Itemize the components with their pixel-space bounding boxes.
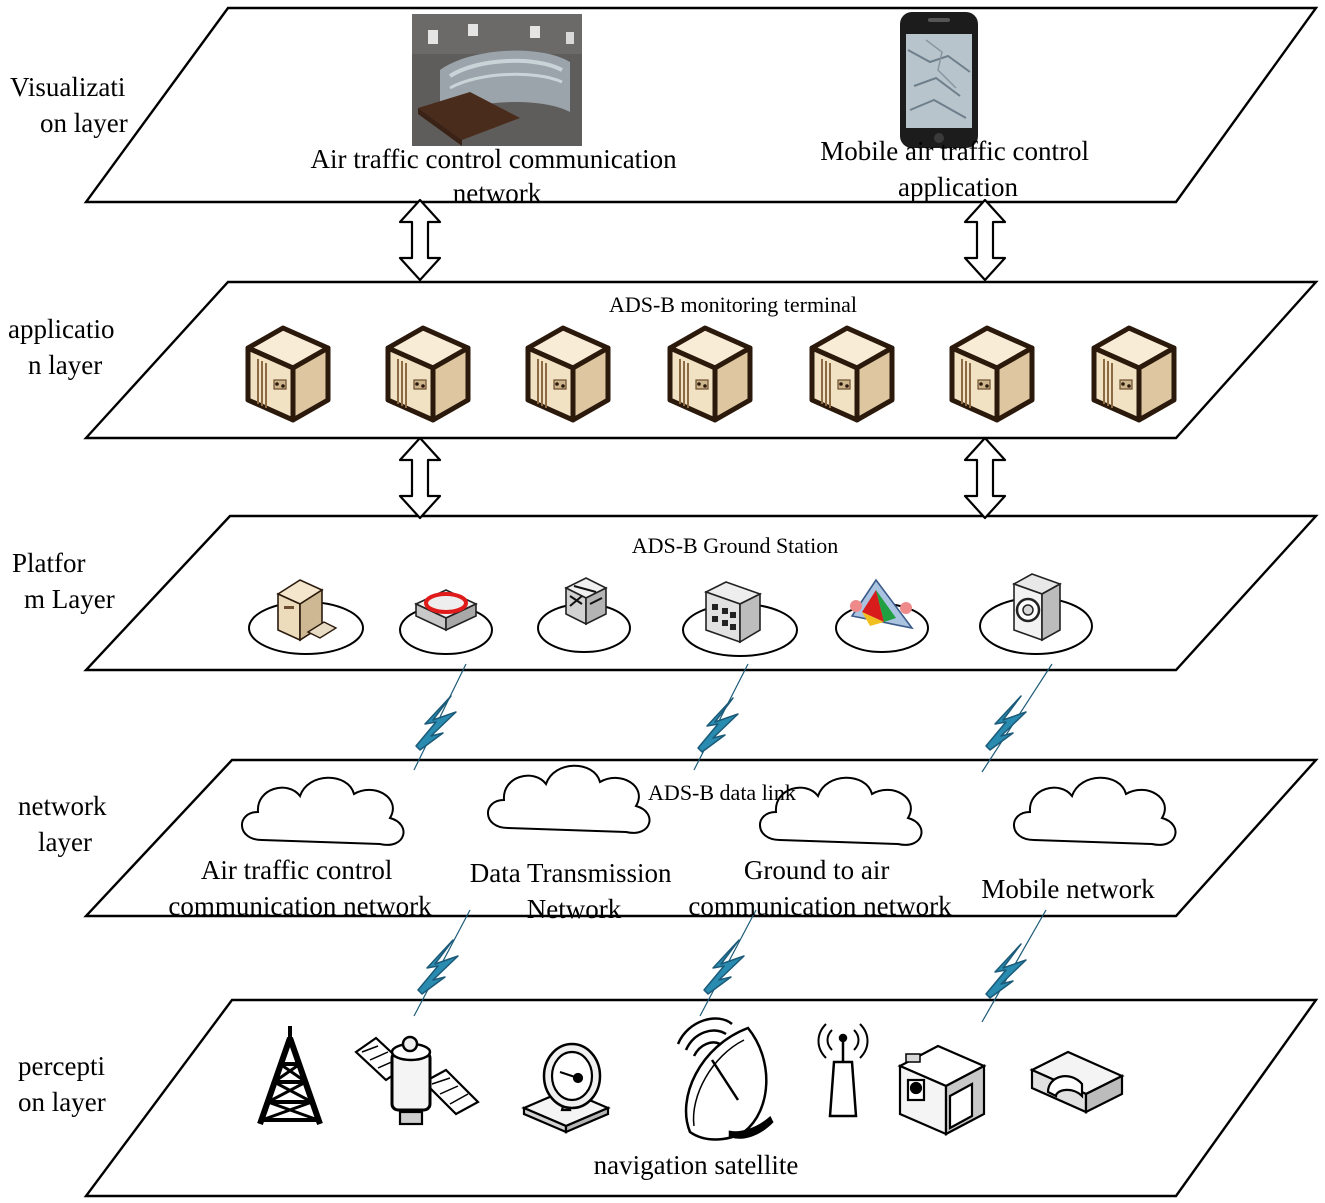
wireless-link-icon	[985, 695, 1027, 751]
switch-icon	[537, 577, 631, 653]
layer-label-visualization: Visualizati on layer	[10, 72, 132, 138]
visualization-layer-plane	[83, 6, 1319, 204]
speaker-icon	[979, 573, 1093, 655]
server-icon	[1094, 328, 1174, 420]
scanner-icon	[1029, 1050, 1125, 1114]
layer-label-network: network layer	[18, 791, 113, 857]
item-label-mobile-atc-application: Mobile air traffic control application	[820, 136, 1095, 202]
item-label-data-transmission-network: Data Transmission Network	[470, 858, 679, 924]
layer-label-platform: Platfor m Layer	[12, 548, 115, 614]
network-layer-header: ADS-B data link	[648, 780, 796, 805]
server-icon	[812, 328, 892, 420]
layer-label-perception: percepti on layer	[18, 1051, 112, 1117]
item-label-mobile-network: Mobile network	[981, 874, 1155, 904]
perception-layer-footer: navigation satellite	[594, 1150, 799, 1180]
router-icon	[399, 589, 493, 655]
radar-dish-icon	[521, 1042, 611, 1134]
smartphone-icon	[900, 12, 978, 148]
wireless-link-icon	[415, 695, 457, 751]
item-label-ground-to-air-network: Ground to air communication network	[688, 855, 952, 921]
wireless-link-icon	[985, 943, 1027, 999]
wireless-link-icon	[697, 697, 739, 753]
wireless-link-line	[693, 663, 749, 771]
server-icon	[670, 328, 750, 420]
layer-label-application: applicatio n layer	[8, 314, 121, 380]
bidirectional-arrow-icon	[963, 436, 1007, 520]
satellite-icon	[354, 1035, 480, 1126]
camera-icon	[897, 1044, 987, 1136]
wireless-link-icon	[417, 939, 459, 995]
satellite-dish-icon	[676, 1017, 774, 1141]
server-icon	[952, 328, 1032, 420]
transmission-tower-icon	[257, 1026, 323, 1125]
application-layer-header: ADS-B monitoring terminal	[609, 292, 857, 317]
server-icon	[248, 328, 328, 420]
bidirectional-arrow-icon	[963, 198, 1007, 282]
control-room-image	[412, 14, 582, 146]
platform-layer-header: ADS-B Ground Station	[632, 533, 839, 558]
item-label-atc-communication-network-2: Air traffic control communication networ…	[168, 855, 432, 921]
server-rack-icon	[682, 581, 798, 657]
server-icon	[528, 328, 608, 420]
bidirectional-arrow-icon	[398, 436, 442, 520]
antenna-icon	[817, 1023, 869, 1118]
bidirectional-arrow-icon	[398, 198, 442, 282]
network-layer-plane	[83, 758, 1319, 918]
firewall-icon	[835, 578, 929, 653]
wireless-link-icon	[703, 939, 745, 995]
item-label-atc-communication-network: Air traffic control communication networ…	[311, 144, 684, 208]
workstation-icon	[248, 579, 364, 655]
server-icon	[388, 328, 468, 420]
